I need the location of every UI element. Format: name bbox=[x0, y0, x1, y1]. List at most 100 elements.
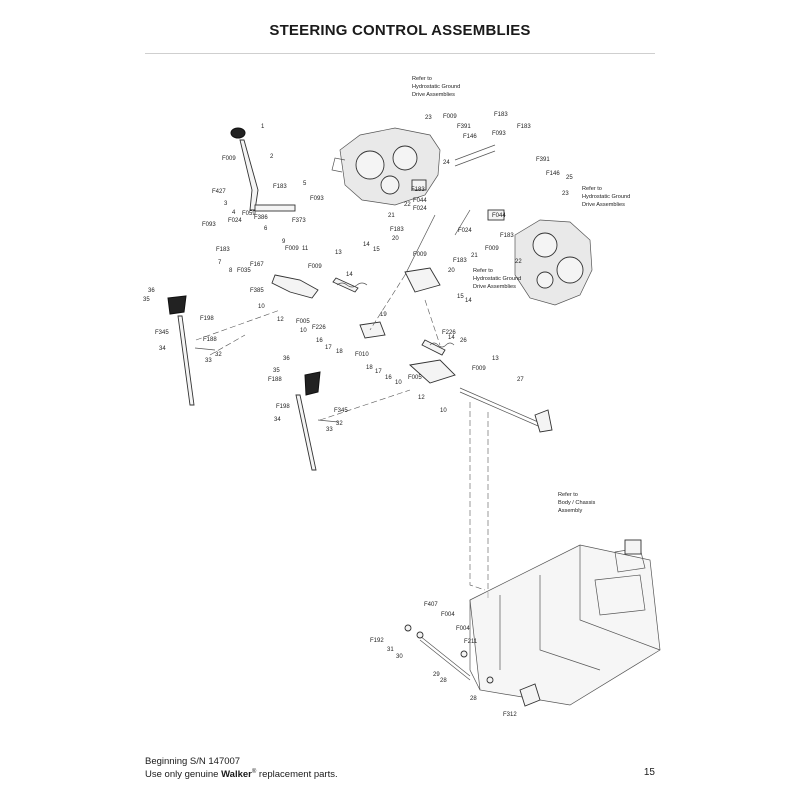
callout-23-b: 23 bbox=[562, 191, 569, 197]
callout-35-b: 35 bbox=[273, 368, 280, 374]
callout-f009-f: F009 bbox=[413, 252, 427, 258]
callout-14-c: 14 bbox=[448, 335, 455, 341]
callout-34-b: 34 bbox=[274, 417, 281, 423]
callout-f044-b: F044 bbox=[492, 213, 506, 219]
callout-f198-a: F198 bbox=[200, 316, 214, 322]
serial-number: Beginning S/N 147007 bbox=[145, 756, 241, 767]
callout-18-a: 18 bbox=[336, 349, 343, 355]
callout-14-a: 14 bbox=[363, 242, 370, 248]
callout-20-a: 20 bbox=[392, 236, 399, 242]
callout-4: 4 bbox=[232, 210, 236, 216]
callout-32-b: 32 bbox=[336, 421, 343, 427]
steering-rod bbox=[459, 387, 553, 433]
callout-f198-b: F198 bbox=[276, 404, 290, 410]
callout-33-a: 33 bbox=[205, 358, 212, 364]
page-number: 15 bbox=[643, 767, 655, 778]
assembly-dashed-lines bbox=[195, 274, 489, 598]
callout-f009-e: F009 bbox=[443, 114, 457, 120]
ref-hydro-mid-line-1: Refer to bbox=[473, 268, 493, 274]
callout-f427: F427 bbox=[212, 189, 226, 195]
callout-f009: F009 bbox=[222, 156, 236, 162]
callout-10-a: 10 bbox=[258, 304, 265, 310]
chassis-frame-illustration bbox=[404, 539, 661, 707]
right-hand-lever bbox=[295, 371, 339, 471]
callout-36-a: 36 bbox=[148, 288, 155, 294]
hydrostatic-drive-top-illustration bbox=[331, 127, 441, 206]
callout-f010: F010 bbox=[355, 352, 369, 358]
callout-27: 27 bbox=[517, 377, 524, 383]
callout-f146-a: F146 bbox=[463, 134, 477, 140]
upper-lever-assembly bbox=[230, 127, 296, 212]
callout-labels: 1 2 F009 F427 3 4 F059 F024 F183 5 F093 … bbox=[143, 112, 573, 718]
callout-17-b: 17 bbox=[375, 369, 382, 375]
callout-2: 2 bbox=[270, 154, 274, 160]
callout-11: 11 bbox=[302, 246, 309, 252]
callout-36-b: 36 bbox=[283, 356, 290, 362]
ref-hydro-top-line-1: Refer to bbox=[412, 76, 432, 82]
callout-14-d: 14 bbox=[465, 298, 472, 304]
callout-21-a: 21 bbox=[388, 213, 395, 219]
title-divider bbox=[145, 53, 655, 54]
callout-26: 26 bbox=[460, 338, 467, 344]
callout-f345-b: F345 bbox=[334, 408, 348, 414]
callout-f183-b: F183 bbox=[216, 247, 230, 253]
genuine-parts-note: Use only genuine Walker® replacement par… bbox=[145, 769, 338, 781]
ref-hydro-mid-line-3: Drive Assemblies bbox=[473, 284, 516, 290]
callout-f183-e: F183 bbox=[411, 187, 425, 193]
callout-f044-a: F044 bbox=[413, 198, 427, 204]
control-arm-and-spring-parts bbox=[271, 274, 456, 384]
callout-12-a: 12 bbox=[277, 317, 284, 323]
callout-f211: F211 bbox=[464, 639, 478, 645]
footer-notes: Beginning S/N 147007 Use only genuine Wa… bbox=[145, 756, 338, 780]
callout-3: 3 bbox=[224, 201, 228, 207]
callout-16-a: 16 bbox=[316, 338, 323, 344]
callout-f167: F167 bbox=[250, 262, 264, 268]
brand-name: Walker bbox=[221, 769, 252, 781]
callout-f183-f: F183 bbox=[390, 227, 404, 233]
callout-f312: F312 bbox=[503, 712, 517, 718]
callout-f059: F059 bbox=[242, 211, 256, 217]
ref-body-line-3: Assembly bbox=[558, 508, 582, 514]
ref-hydro-right-line-2: Hydrostatic Ground bbox=[582, 194, 630, 200]
callout-10-c: 10 bbox=[395, 380, 402, 386]
ref-hydro-top-line-3: Drive Assemblies bbox=[412, 92, 455, 98]
callout-8: 8 bbox=[229, 268, 233, 274]
callout-f035: F035 bbox=[237, 268, 251, 274]
callout-28-b: 28 bbox=[470, 696, 477, 702]
callout-f024-c: F024 bbox=[458, 228, 472, 234]
callout-f386: F386 bbox=[254, 215, 268, 221]
page-title: STEERING CONTROL ASSEMBLIES bbox=[269, 22, 531, 39]
callout-f093-c: F093 bbox=[492, 131, 506, 137]
callout-f004-a: F004 bbox=[441, 612, 455, 618]
callout-32-a: 32 bbox=[215, 352, 222, 358]
left-hand-lever bbox=[167, 295, 216, 406]
callout-6: 6 bbox=[264, 226, 268, 232]
callout-f183-g: F183 bbox=[453, 258, 467, 264]
callout-16-b: 16 bbox=[385, 375, 392, 381]
callout-f009-b: F009 bbox=[285, 246, 299, 252]
callout-19: 19 bbox=[380, 312, 387, 318]
callout-20-b: 20 bbox=[448, 268, 455, 274]
callout-f093: F093 bbox=[310, 196, 324, 202]
callout-17-a: 17 bbox=[325, 345, 332, 351]
callout-f005-a: F005 bbox=[296, 319, 310, 325]
ref-body-line-2: Body / Chassis bbox=[558, 500, 596, 506]
callout-f009-d: F009 bbox=[472, 366, 486, 372]
callout-f192: F192 bbox=[370, 638, 384, 644]
ref-hydro-mid-line-2: Hydrostatic Ground bbox=[473, 276, 521, 282]
callout-f024: F024 bbox=[228, 218, 242, 224]
callout-f146-b: F146 bbox=[546, 171, 560, 177]
callout-22-a: 22 bbox=[404, 202, 411, 208]
callout-f226-a: F226 bbox=[312, 325, 326, 331]
callout-28-a: 28 bbox=[440, 678, 447, 684]
hydrostatic-drive-right-illustration bbox=[514, 219, 593, 306]
callout-f183-h: F183 bbox=[500, 233, 514, 239]
callout-21-b: 21 bbox=[471, 253, 478, 259]
callout-14-b: 14 bbox=[346, 272, 353, 278]
callout-13-a: 13 bbox=[335, 250, 342, 256]
callout-10-d: 10 bbox=[440, 408, 447, 414]
ref-body-line-1: Refer to bbox=[558, 492, 578, 498]
callout-f188-a: F188 bbox=[203, 337, 217, 343]
callout-f004-b: F004 bbox=[456, 626, 470, 632]
callout-f005-b: F005 bbox=[408, 375, 422, 381]
